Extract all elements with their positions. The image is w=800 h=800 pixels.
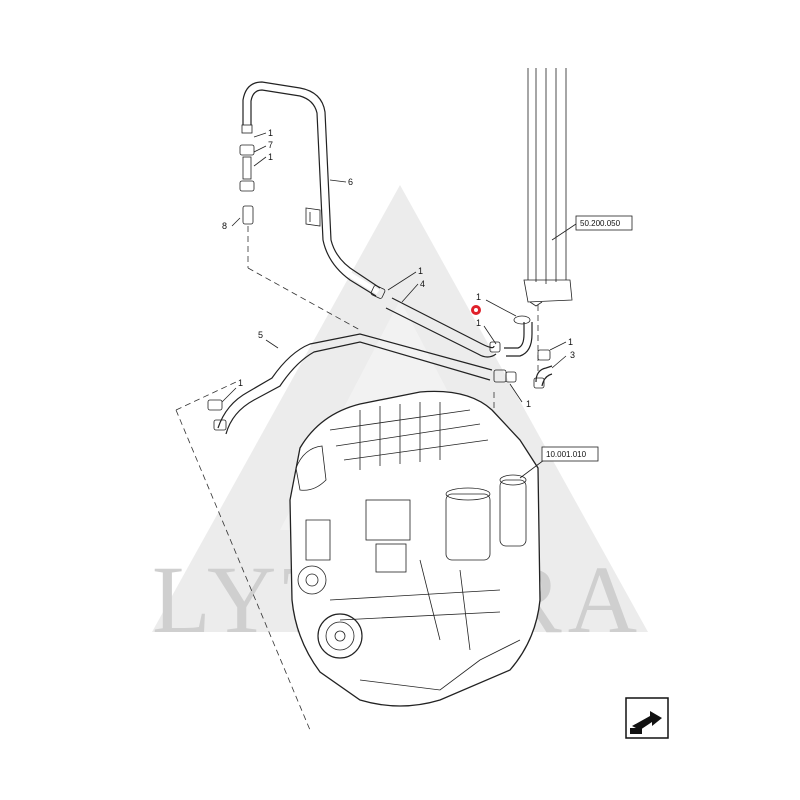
elbow-hoses [504,315,553,389]
reference-box-10-001-010[interactable]: 10.001.010 [519,446,599,479]
callout-label: 6 [348,177,353,187]
callouts: 1 7 1 6 8 1 4 1 1 1 3 5 1 1 [221,128,575,409]
callout-label: 1 [268,152,273,162]
callout-label: 1 [476,318,481,328]
reference-box-50-200-050[interactable]: 50.200.050 [551,215,633,241]
callout-label: 1 [476,292,481,302]
callout-label: 1 [238,378,243,388]
callout-label: 8 [222,221,227,231]
callout-label: 1 [268,128,273,138]
callout-label: 4 [420,279,425,289]
reference-label: 50.200.050 [580,219,621,228]
callout-label: 5 [258,330,263,340]
callout-label: 1 [418,266,423,276]
navigation-arrow-icon[interactable] [625,697,669,739]
highlighted-clamp-icon[interactable] [471,305,481,315]
hose-5 [207,333,517,435]
connector-stack [239,124,361,331]
callout-label: 1 [526,399,531,409]
callout-label: 7 [268,140,273,150]
reference-label: 10.001.010 [546,450,587,459]
pipe-bundle [523,68,573,375]
hose-6 [242,81,381,297]
callout-label: 1 [568,337,573,347]
engine-block [289,390,541,707]
callout-label: 3 [570,350,575,360]
